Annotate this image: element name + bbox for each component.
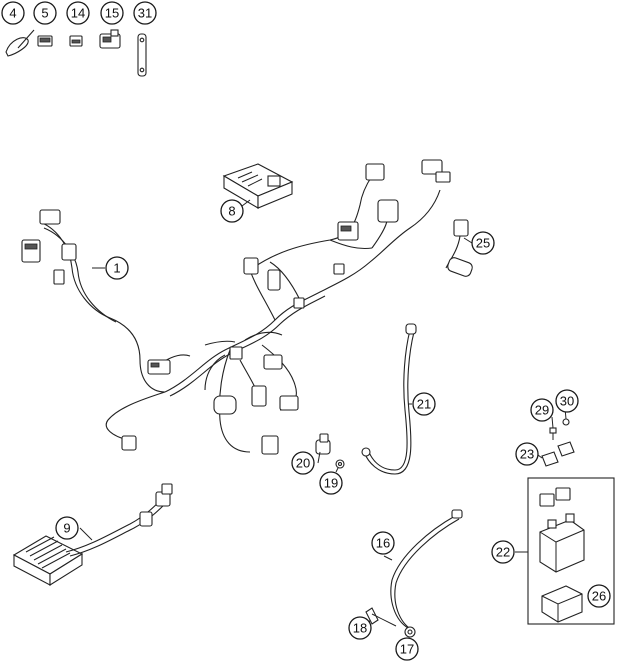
svg-text:23: 23 — [520, 447, 534, 462]
svg-text:21: 21 — [417, 397, 431, 412]
callout-16: 16 — [371, 531, 395, 555]
clip-parts-23 — [541, 441, 575, 467]
callout-18: 18 — [348, 616, 372, 640]
mounting-strap-part — [137, 33, 147, 77]
cable-tie-part — [5, 29, 35, 57]
svg-text:19: 19 — [324, 476, 338, 491]
connector-5-part — [37, 35, 53, 47]
svg-text:1: 1 — [113, 261, 120, 276]
svg-text:18: 18 — [353, 621, 367, 636]
svg-text:8: 8 — [228, 204, 235, 219]
leader-lines — [79, 199, 567, 649]
callout-29: 29 — [530, 398, 554, 422]
svg-text:22: 22 — [496, 545, 510, 560]
svg-text:20: 20 — [296, 456, 310, 471]
callout-9: 9 — [55, 516, 79, 540]
svg-text:30: 30 — [560, 394, 574, 409]
callout-20: 20 — [291, 451, 315, 475]
callout-5: 5 — [33, 1, 57, 25]
harness-connectors — [21, 159, 451, 455]
starter-relay-part — [539, 513, 585, 573]
sensor-part — [445, 219, 473, 277]
switch-part-20 — [315, 433, 331, 455]
battery-cable-16 — [390, 509, 463, 631]
callout-19: 19 — [319, 471, 343, 495]
callout-17: 17 — [395, 637, 419, 661]
svg-text:14: 14 — [71, 6, 85, 21]
svg-text:17: 17 — [400, 642, 414, 657]
svg-text:9: 9 — [63, 521, 70, 536]
callout-25: 25 — [471, 231, 495, 255]
connector-14-part — [69, 35, 83, 47]
callout-21: 21 — [412, 392, 436, 416]
relay-cover-part-26 — [541, 585, 583, 623]
callout-8: 8 — [220, 199, 244, 223]
connector-15-part — [99, 29, 121, 49]
svg-text:25: 25 — [476, 236, 490, 251]
svg-text:4: 4 — [9, 6, 16, 21]
voltage-regulator-part — [12, 483, 173, 586]
svg-text:31: 31 — [138, 6, 152, 21]
svg-text:29: 29 — [535, 403, 549, 418]
callout-22: 22 — [491, 540, 515, 564]
relay-assembly-frame — [527, 477, 615, 625]
washer-part-30 — [562, 418, 570, 426]
svg-text:5: 5 — [41, 6, 48, 21]
svg-text:15: 15 — [105, 6, 119, 21]
callout-23: 23 — [515, 442, 539, 466]
main-wiring-harness — [39, 175, 441, 453]
screw-part-29 — [549, 427, 557, 440]
callout-26: 26 — [587, 584, 611, 608]
callout-31: 31 — [133, 1, 157, 25]
fuse-parts — [539, 487, 571, 507]
callout-30: 30 — [555, 389, 579, 413]
svg-text:16: 16 — [376, 536, 390, 551]
callout-14: 14 — [66, 1, 90, 25]
control-unit-part — [222, 163, 294, 209]
svg-text:26: 26 — [592, 589, 606, 604]
callout-15: 15 — [100, 1, 124, 25]
ground-cable-21 — [361, 323, 417, 475]
washer-part-17 — [404, 626, 416, 638]
callout-4: 4 — [1, 1, 25, 25]
callout-1: 1 — [105, 256, 129, 280]
nut-part-19 — [335, 459, 345, 469]
